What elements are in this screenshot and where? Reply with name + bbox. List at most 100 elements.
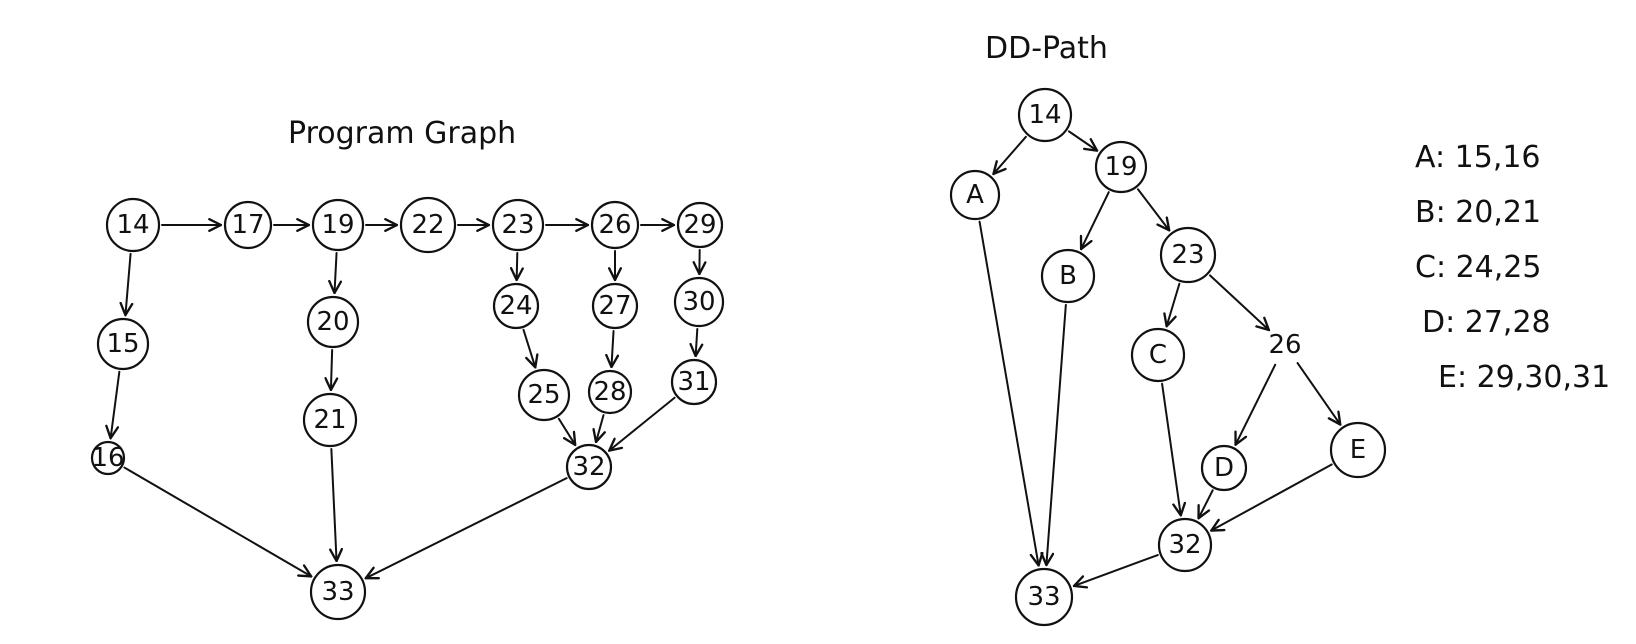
pg-edge-27-28	[611, 329, 613, 367]
pg-node-30: 30	[673, 276, 725, 328]
pg-edge-28-32	[596, 414, 604, 442]
pg-node-circle	[306, 295, 360, 349]
pg-edge-15-16	[111, 370, 121, 438]
pg-node-21: 21	[302, 392, 358, 448]
pg-node-16: 16	[90, 440, 126, 476]
pg-node-circle	[96, 317, 150, 371]
pg-edge-24-25	[522, 328, 536, 367]
dd-node-circle	[1200, 444, 1248, 492]
dd-edge-23-26	[1208, 274, 1269, 330]
pg-node-label: 17	[231, 210, 264, 240]
dd-node-label: E	[1350, 435, 1366, 465]
pg-node-label: 28	[593, 377, 626, 407]
legend-item-d: D: 27,28	[1422, 305, 1551, 340]
dd-node-33: 33	[1014, 567, 1074, 627]
dd-edge-23-C	[1167, 282, 1181, 327]
pg-node-24: 24	[492, 282, 540, 330]
dd-edge-14-19	[1067, 130, 1097, 150]
dd-node-label: C	[1149, 340, 1167, 370]
pg-node-label: 14	[116, 210, 149, 240]
dd-node-C: C	[1130, 327, 1186, 383]
dd-node-B: B	[1040, 248, 1096, 304]
pg-edge-32-33	[366, 477, 568, 578]
pg-node-label: 15	[106, 329, 139, 359]
dd-edge-D-32	[1199, 489, 1214, 518]
dd-edge-B-33	[1046, 303, 1067, 565]
pg-node-circle	[105, 197, 161, 253]
dd-node-circle	[1329, 421, 1387, 479]
pg-node-circle	[492, 282, 540, 330]
dd-node-label: D	[1214, 453, 1234, 483]
pg-node-label: 30	[682, 287, 715, 317]
dd-edge-19-23	[1136, 188, 1169, 230]
dd-edge-26-E	[1296, 362, 1341, 424]
dd-node-label: 26	[1268, 330, 1301, 360]
dd-node-circle	[1159, 226, 1217, 284]
pg-node-26: 26	[590, 200, 640, 250]
pg-node-label: 31	[677, 367, 710, 397]
dd-node-circle	[1130, 327, 1186, 383]
dd-edge-E-32	[1211, 463, 1333, 530]
dd-edge-14-A	[993, 135, 1027, 174]
pg-node-32: 32	[565, 443, 613, 491]
pg-node-20: 20	[306, 295, 360, 349]
pg-node-17: 17	[223, 200, 273, 250]
pg-node-label: 21	[313, 405, 346, 435]
pg-edge-19-20	[334, 251, 336, 293]
pg-node-label: 16	[91, 443, 124, 473]
dd-edge-26-D	[1236, 363, 1277, 445]
pg-node-33: 33	[309, 563, 367, 621]
pg-node-circle	[311, 198, 365, 252]
legend-item-c: C: 24,25	[1415, 250, 1541, 285]
pg-node-circle	[673, 276, 725, 328]
pg-node-23: 23	[491, 198, 545, 252]
pg-node-circle	[587, 369, 633, 415]
legend-item-e: E: 29,30,31	[1438, 360, 1610, 395]
program-graph-nodes: 14 17 19 22 23 26 29 15 16 20 21 24 25 27 28 30 31 32 33	[90, 196, 725, 621]
dd-node-circle	[1157, 517, 1213, 573]
pg-node-circle	[302, 392, 358, 448]
pg-edge-14-15	[125, 252, 130, 315]
dd-edge-32-33	[1074, 554, 1159, 586]
pg-edge-16-33	[123, 466, 311, 577]
dd-node-label: B	[1059, 261, 1077, 291]
pg-node-label: 26	[598, 210, 631, 240]
program-graph-title: Program Graph	[288, 116, 516, 151]
pg-node-15: 15	[96, 317, 150, 371]
dd-edge-C-32	[1161, 382, 1181, 516]
dd-node-circle	[1014, 567, 1074, 627]
pg-node-31: 31	[670, 358, 718, 406]
pg-node-circle	[670, 358, 718, 406]
pg-edge-20-21	[331, 348, 332, 390]
pg-node-22: 22	[399, 196, 457, 254]
pg-edge-30-31	[696, 327, 698, 356]
pg-node-circle	[309, 563, 367, 621]
pg-node-circle	[491, 198, 545, 252]
dd-path-edges	[978, 130, 1341, 586]
dd-node-26: 26	[1268, 330, 1301, 360]
pg-node-circle	[90, 440, 126, 476]
dd-node-label: 19	[1104, 152, 1137, 182]
pg-node-circle	[399, 196, 457, 254]
dd-node-label: 32	[1168, 530, 1201, 560]
pg-node-circle	[223, 200, 273, 250]
pg-node-19: 19	[311, 198, 365, 252]
program-graph-edges	[111, 225, 700, 578]
legend-item-b: B: 20,21	[1415, 195, 1541, 230]
dd-node-E: E	[1329, 421, 1387, 479]
pg-node-label: 27	[598, 291, 631, 321]
dd-edge-A-33	[978, 220, 1039, 566]
pg-node-29: 29	[676, 201, 724, 249]
dd-node-circle	[1017, 87, 1073, 143]
dd-path-title: DD-Path	[985, 31, 1108, 66]
pg-node-label: 24	[499, 291, 532, 321]
dd-node-23: 23	[1159, 226, 1217, 284]
dd-node-32: 32	[1157, 517, 1213, 573]
pg-node-label: 22	[411, 210, 444, 240]
dd-node-14: 14	[1017, 87, 1073, 143]
pg-node-circle	[517, 368, 571, 422]
pg-node-label: 29	[683, 210, 716, 240]
pg-node-label: 25	[527, 380, 560, 410]
dd-node-label: 33	[1027, 582, 1060, 612]
